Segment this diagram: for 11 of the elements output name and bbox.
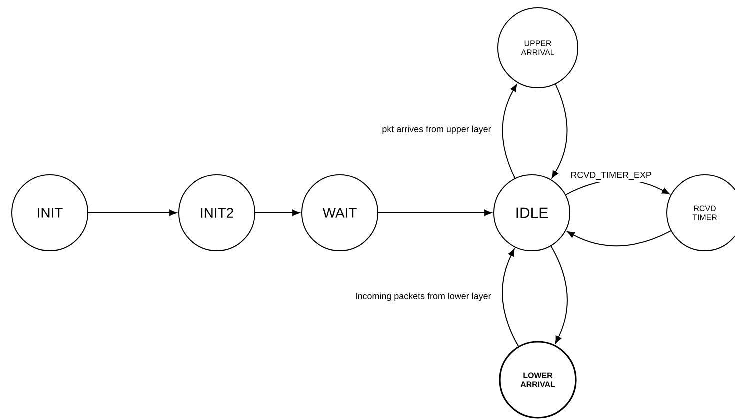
arrow — [567, 230, 672, 246]
edge-label: RCVD_TIMER_EXP — [568, 170, 654, 182]
arrow — [255, 210, 300, 216]
arrow — [550, 246, 568, 344]
arrow — [502, 248, 520, 347]
arrow — [502, 84, 518, 179]
arrow — [88, 210, 178, 216]
arrow — [552, 84, 568, 178]
edge-label: Incoming packets from lower layer — [352, 290, 494, 304]
arrow — [378, 210, 492, 216]
edge-label: pkt arrives from upper layer — [380, 123, 494, 137]
